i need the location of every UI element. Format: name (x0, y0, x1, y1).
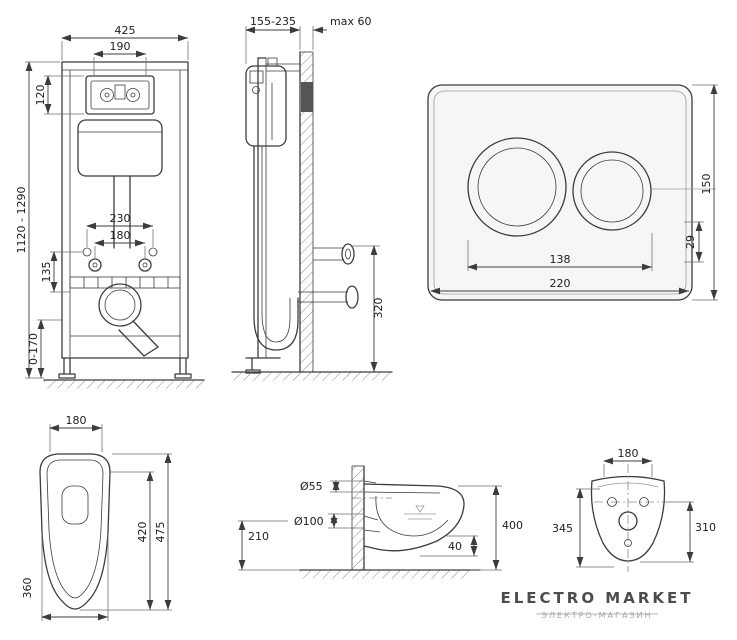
bowl-side-view: Ø55 Ø100 210 400 40 (238, 465, 523, 579)
dim-bowl-length: 420 (136, 522, 149, 543)
wall-connectors (298, 243, 359, 309)
bowl-seat-outline (46, 459, 104, 599)
floor-side (231, 371, 393, 381)
dim-frame-height-range: 1120 - 1290 (15, 187, 28, 254)
branding: ELECTRO MARKET ЭЛЕКТРО-МАГАЗИН (500, 589, 693, 620)
dim-bowl-length-total: 475 (154, 522, 167, 543)
dim-plate-width: 220 (550, 277, 571, 290)
fixing-points (82, 247, 158, 272)
bowl-back-outline (590, 475, 666, 562)
brand-tagline: ЭЛЕКТРО-МАГАЗИН (541, 611, 652, 620)
small-flush-button (572, 151, 652, 231)
frame-front-dimensions: 425 190 120 1120 - 1290 230 180 (15, 24, 189, 379)
bowl-opening (61, 485, 89, 525)
floor-section (299, 569, 481, 579)
dim-wall-max: max 60 (330, 15, 371, 28)
ground-hatch (44, 380, 204, 389)
flush-plate-body (427, 84, 693, 301)
inspection-box (85, 75, 155, 115)
wall-section-side (351, 465, 365, 571)
dim-lower-offset: 135 (40, 262, 53, 283)
dim-bowl-back-width: 180 (66, 414, 87, 427)
bowl-back-view: 180 345 310 (552, 447, 716, 572)
wall-section (299, 51, 314, 373)
bowl-profile (352, 480, 465, 552)
dim-rim-height: 400 (502, 519, 523, 532)
frame-side-view: 155-235 max 60 320 (231, 15, 393, 381)
bowl-back-holes (607, 497, 649, 547)
cistern-front (77, 119, 163, 177)
dim-outlet-diameter: Ø100 (294, 515, 324, 528)
dim-spacing-inner: 180 (110, 229, 131, 242)
dim-inlet-diameter: Ø55 (300, 480, 323, 493)
flush-plate-dimensions: 150 29 138 220 (430, 84, 718, 301)
water-level-symbol (415, 505, 425, 513)
dim-depth-range: 155-235 (250, 15, 296, 28)
bowl-top-view: 180 475 420 360 (21, 414, 172, 621)
bowl-back-dimensions: 180 345 310 (552, 447, 716, 568)
dim-frame-width: 425 (115, 24, 136, 37)
dim-box-height: 120 (34, 85, 47, 106)
bowl-top-dimensions: 180 475 420 360 (21, 414, 172, 621)
dim-button-offset: 29 (684, 235, 697, 249)
big-flush-button (467, 137, 567, 237)
drain-outlet-front (98, 283, 159, 357)
frame-structure (61, 61, 189, 359)
flush-pipe-front (113, 175, 131, 249)
dim-back-top-width: 180 (618, 447, 639, 460)
flush-bend-side (253, 145, 299, 351)
dim-foot-range: 0-170 (27, 333, 40, 365)
frame-feet (43, 357, 205, 389)
dim-outlet-height: 320 (372, 298, 385, 319)
cistern-side (245, 57, 287, 147)
dim-frame-inner-width: 190 (110, 40, 131, 53)
dim-spacing-outer: 230 (110, 212, 131, 225)
dim-back-height-left: 345 (552, 522, 573, 535)
frame-side-structure (245, 57, 300, 374)
dim-button-span: 138 (550, 253, 571, 266)
dim-outlet-height-bowl: 210 (248, 530, 269, 543)
dim-plate-height: 150 (700, 174, 713, 195)
frame-front-view: 425 190 120 1120 - 1290 230 180 (15, 24, 205, 389)
wall-recess (301, 82, 313, 112)
brand-logo-text: ELECTRO MARKET (500, 589, 693, 607)
frame-side-dimensions: 155-235 max 60 320 (245, 15, 385, 372)
bowl-side-dimensions: Ø55 Ø100 210 400 40 (238, 480, 523, 571)
flush-plate-view: 150 29 138 220 (427, 84, 718, 301)
dim-bowl-width: 360 (21, 578, 34, 599)
mounting-rail (69, 276, 181, 289)
dim-back-height-right: 310 (695, 521, 716, 534)
bowl-rim-outline (39, 453, 111, 610)
dim-rim-lip: 40 (448, 540, 462, 553)
